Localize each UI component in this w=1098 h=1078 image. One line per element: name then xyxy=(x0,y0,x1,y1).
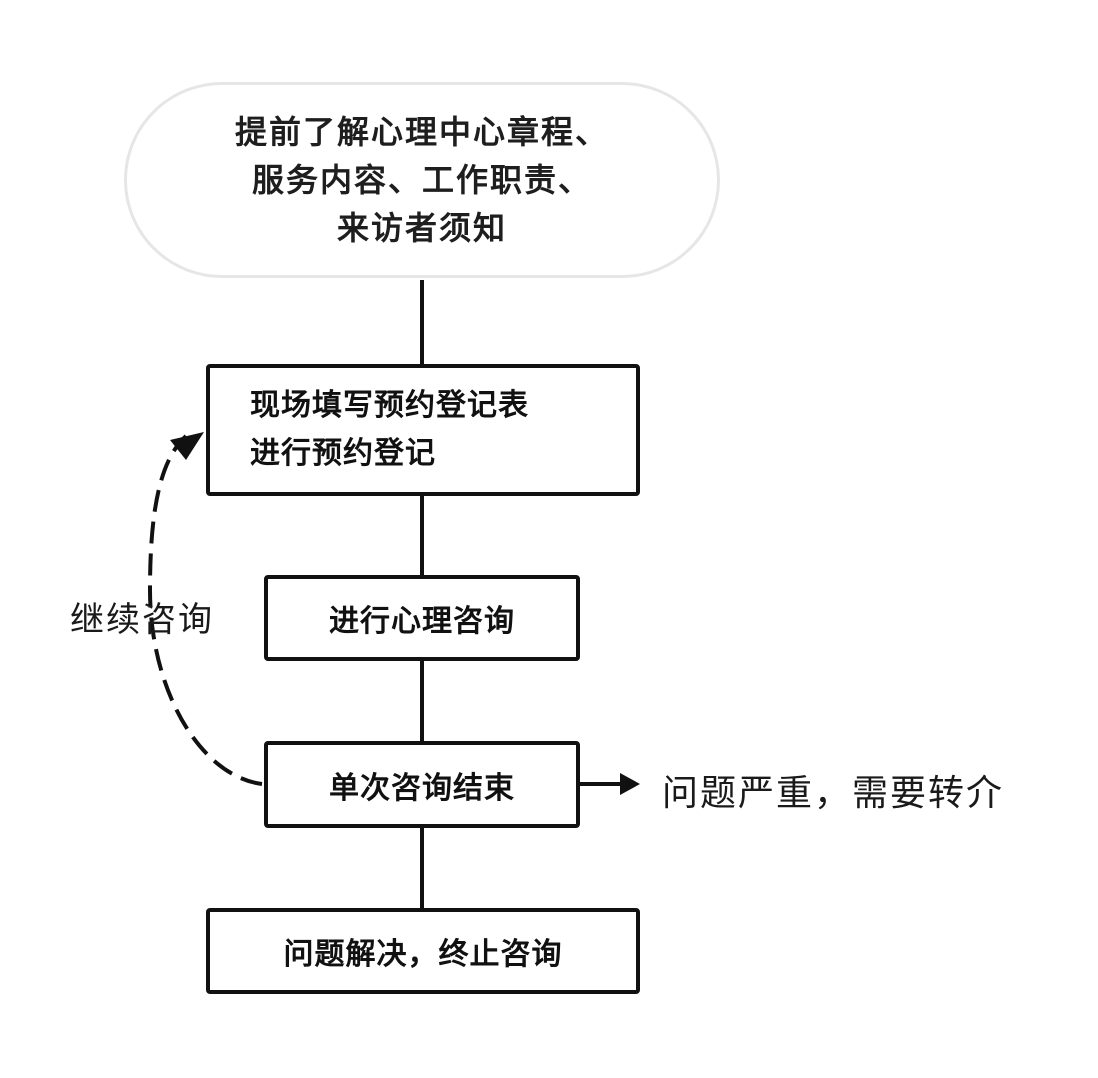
start-node-line-2: 服务内容、工作职责、 xyxy=(251,161,592,199)
consult-box: 进行心理咨询 xyxy=(264,575,580,661)
register-box-line-1: 现场填写预约登记表 xyxy=(250,388,529,423)
continue-loop-arrow xyxy=(147,434,263,786)
session-end-box-label: 单次咨询结束 xyxy=(329,770,515,806)
terminate-box: 问题解决，终止咨询 xyxy=(206,908,640,994)
referral-arrowhead-icon xyxy=(620,773,640,795)
consult-box-label: 进行心理咨询 xyxy=(329,604,515,639)
start-node-line-1: 提前了解心理中心章程、 xyxy=(234,113,609,151)
register-box-line-2: 进行预约登记 xyxy=(250,436,436,471)
session-end-box: 单次咨询结束 xyxy=(264,741,580,828)
continue-consult-label: 继续咨询 xyxy=(70,600,214,640)
continue-loop-arrowhead-icon xyxy=(170,432,204,460)
register-box: 现场填写预约登记表 进行预约登记 xyxy=(206,364,640,496)
referral-label: 问题严重，需要转介 xyxy=(662,773,1005,814)
terminate-box-label: 问题解决，终止咨询 xyxy=(283,937,563,972)
start-node-prepare: 提前了解心理中心章程、 服务内容、工作职责、 来访者须知 xyxy=(124,82,720,278)
start-node-line-3: 来访者须知 xyxy=(336,209,507,247)
